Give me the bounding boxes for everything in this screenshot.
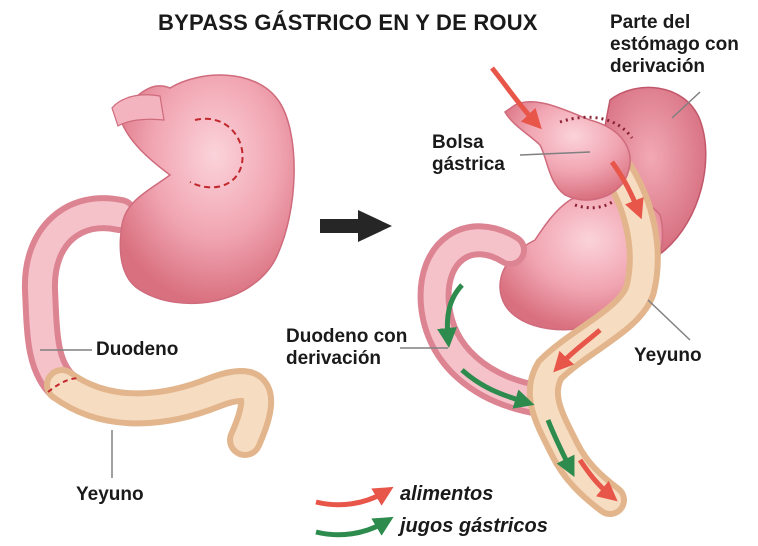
label-duodeno-left: Duodeno [96,339,178,361]
transition-arrow [320,210,392,242]
legend-juice-label: jugos gástricos [400,515,548,537]
normal-stomach-group [40,75,294,478]
label-duodeno-right: Duodeno con derivación [286,326,407,370]
label-bypassed-stomach-line3: derivación [610,56,739,78]
label-bypassed-stomach-line1: Parte del [610,12,739,34]
label-yeyuno-right: Yeyuno [634,345,702,367]
diagram-title: BYPASS GÁSTRICO EN Y DE ROUX [158,12,538,34]
label-pouch-line2: gástrica [432,154,505,176]
legend-food-label: alimentos [400,483,493,505]
label-bypassed-stomach-line2: estómago con [610,34,739,56]
label-bypassed-stomach: Parte del estómago con derivación [610,12,739,78]
legend-juice-arrow [316,522,385,535]
label-duodeno-right-line1: Duodeno con [286,326,407,348]
label-pouch: Bolsa gástrica [432,132,505,176]
leader-yeyuno-right [648,300,690,340]
label-pouch-line1: Bolsa [432,132,505,154]
legend-food-arrow [316,492,385,505]
label-yeyuno-left: Yeyuno [76,484,144,506]
label-duodeno-right-line2: derivación [286,348,407,370]
